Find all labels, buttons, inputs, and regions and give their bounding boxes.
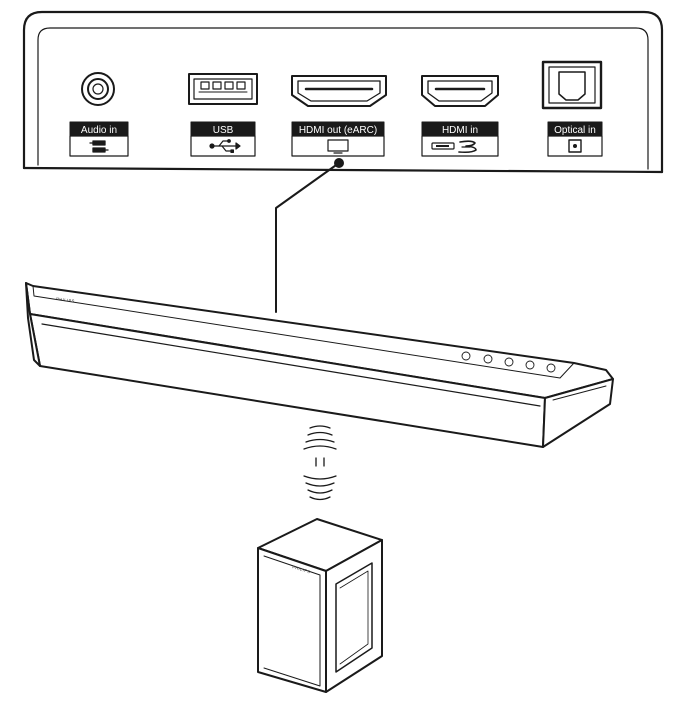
subwoofer-brand: PHILIPS <box>292 564 311 574</box>
port-label-hdmi-in: HDMI in <box>421 121 499 157</box>
usb-port <box>188 73 258 105</box>
optical-icon <box>568 139 582 153</box>
wireless-waves-bottom <box>303 475 337 501</box>
back-panel-bottom-edge <box>22 166 664 174</box>
port-label-hdmi-out: HDMI out (eARC) <box>291 121 385 157</box>
bluray-player-icon <box>431 140 477 154</box>
back-panel <box>22 10 664 174</box>
soundbar-control-buttons <box>461 351 556 373</box>
soundbar: PHILIPS <box>25 282 614 448</box>
port-label-text: Optical in <box>554 125 596 136</box>
soundbar-button <box>504 357 514 367</box>
usb-icon <box>209 139 241 154</box>
hdmi-in-port <box>421 75 499 107</box>
soundbar-button <box>525 360 535 370</box>
port-label-text: HDMI in <box>442 125 478 136</box>
soundbar-button <box>483 354 493 364</box>
soundbar-brand: PHILIPS <box>56 296 75 304</box>
audio-cable-icon <box>89 140 109 153</box>
port-label-optical-in: Optical in <box>547 121 603 157</box>
port-label-text: Audio in <box>81 125 117 136</box>
back-panel-outer <box>22 10 664 174</box>
subwoofer-port <box>335 562 373 673</box>
port-label-audio-in: Audio in <box>69 121 129 157</box>
optical-in-port <box>541 60 603 110</box>
subwoofer: PHILIPS <box>257 518 383 693</box>
soundbar-left-side <box>25 282 41 367</box>
hdmi-out-port <box>291 75 387 107</box>
soundbar-button <box>546 363 556 373</box>
port-label-usb: USB <box>190 121 256 157</box>
hdmi-cable <box>275 158 344 313</box>
port-label-text: HDMI out (eARC) <box>299 125 377 136</box>
wireless-waves-top <box>303 425 337 450</box>
subwoofer-front <box>257 547 327 693</box>
wireless-signal <box>303 425 337 501</box>
soundbar-right-end <box>542 378 614 448</box>
soundbar-button <box>461 351 471 361</box>
audio-in-port <box>81 72 115 106</box>
tv-screen-icon <box>327 139 349 154</box>
back-panel-inner-bezel <box>37 27 649 170</box>
port-label-text: USB <box>213 125 234 136</box>
